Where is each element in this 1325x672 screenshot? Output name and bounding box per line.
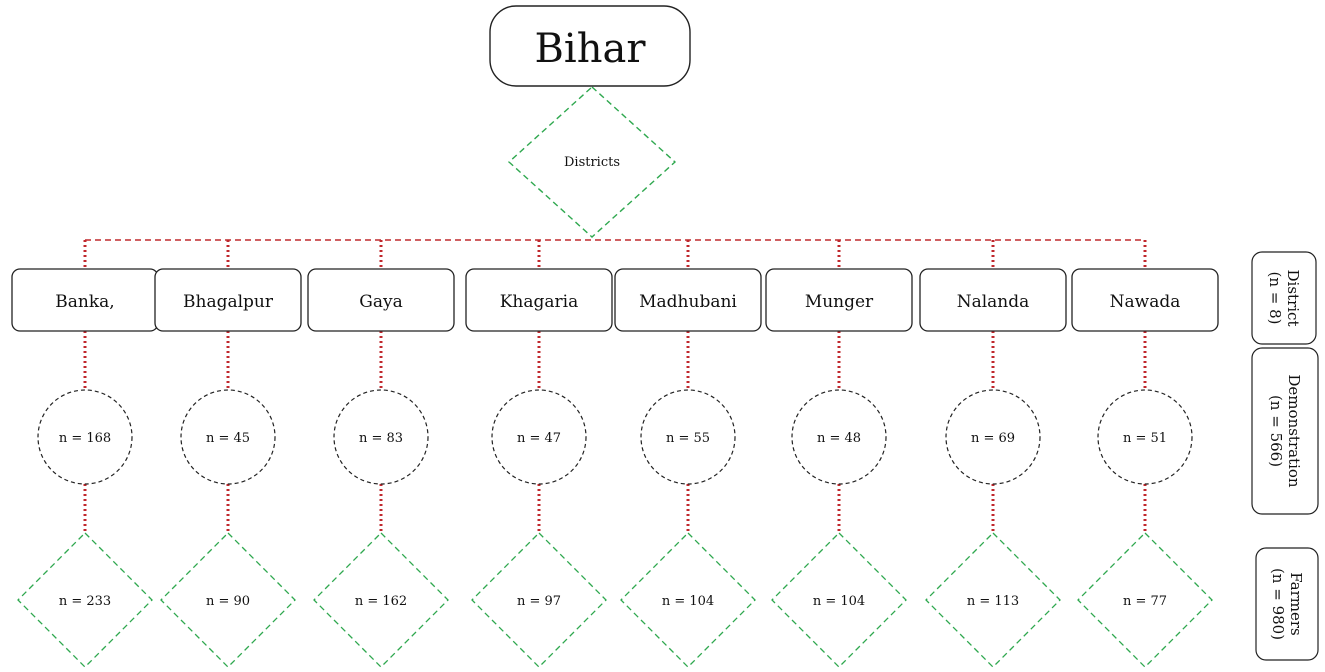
district-box	[614, 268, 762, 332]
district-box	[765, 268, 913, 332]
demonstration-circle	[491, 389, 587, 485]
district-column-madhubani: Madhubani n = 55 n = 104	[614, 268, 762, 668]
farmers-diamond	[17, 532, 153, 668]
farmers-count: n = 233	[59, 594, 111, 609]
demonstration-circle	[945, 389, 1041, 485]
connector-lines	[83, 239, 1147, 533]
side-label-farmers-title: Farmers	[1287, 572, 1305, 635]
demonstration-count: n = 48	[817, 431, 861, 446]
demonstration-count: n = 51	[1123, 431, 1167, 446]
side-label-district-title: District	[1284, 270, 1302, 327]
demonstration-circle	[640, 389, 736, 485]
demonstration-circle	[333, 389, 429, 485]
district-name: Khagaria	[500, 292, 579, 312]
farmers-diamond	[471, 532, 607, 668]
demonstration-count: n = 83	[359, 431, 403, 446]
district-box	[465, 268, 613, 332]
district-name: Bhagalpur	[183, 292, 274, 312]
demonstration-count: n = 69	[971, 431, 1015, 446]
district-columns: Banka, n = 168 n = 233 Bhagalpur n = 45 n = 9…	[11, 268, 1219, 668]
demonstration-count: n = 47	[517, 431, 561, 446]
farmers-count: n = 113	[967, 594, 1019, 609]
district-name: Gaya	[359, 292, 402, 312]
farmers-count: n = 104	[662, 594, 714, 609]
farmers-count: n = 104	[813, 594, 865, 609]
root-node-label: Bihar	[535, 26, 647, 72]
district-column-banka: Banka, n = 168 n = 233	[11, 268, 159, 668]
category-label: Districts	[564, 155, 620, 170]
root-node: Bihar	[489, 5, 691, 87]
side-label-farmers-count: (n = 980)	[1269, 568, 1287, 640]
category-node: Districts	[507, 86, 677, 238]
side-label-district: District (n = 8)	[1251, 251, 1317, 345]
demonstration-count: n = 168	[59, 431, 111, 446]
demonstration-count: n = 45	[206, 431, 250, 446]
farmers-count: n = 97	[517, 594, 561, 609]
side-label-district-box	[1251, 251, 1317, 345]
farmers-diamond	[313, 532, 449, 668]
side-label-demonstration-title: Demonstration	[1285, 374, 1303, 488]
farmers-count: n = 162	[355, 594, 407, 609]
farmers-diamond	[620, 532, 756, 668]
category-diamond	[507, 86, 677, 238]
demonstration-circle	[180, 389, 276, 485]
farmers-diamond	[160, 532, 296, 668]
farmers-diamond	[1077, 532, 1213, 668]
district-box	[307, 268, 455, 332]
district-column-munger: Munger n = 48 n = 104	[765, 268, 913, 668]
side-label-demonstration-count: (n = 566)	[1267, 395, 1285, 467]
side-label-demonstration: Demonstration (n = 566)	[1251, 347, 1319, 515]
district-column-gaya: Gaya n = 83 n = 162	[307, 268, 455, 668]
farmers-diamond	[771, 532, 907, 668]
district-box	[154, 268, 302, 332]
district-name: Nalanda	[957, 292, 1030, 312]
district-name: Madhubani	[639, 292, 737, 312]
side-label-district-count: (n = 8)	[1266, 271, 1284, 324]
side-label-farmers-box	[1255, 547, 1319, 661]
district-column-khagaria: Khagaria n = 47 n = 97	[465, 268, 613, 668]
farmers-count: n = 77	[1123, 594, 1167, 609]
demonstration-circle	[1097, 389, 1193, 485]
demonstration-circle	[37, 389, 133, 485]
side-label-demonstration-box	[1251, 347, 1319, 515]
district-box	[1071, 268, 1219, 332]
district-name: Munger	[805, 292, 874, 312]
district-column-nalanda: Nalanda n = 69 n = 113	[919, 268, 1067, 668]
side-label-farmers: Farmers (n = 980)	[1255, 547, 1319, 661]
district-box	[919, 268, 1067, 332]
district-name: Nawada	[1110, 292, 1181, 312]
district-column-bhagalpur: Bhagalpur n = 45 n = 90	[154, 268, 302, 668]
demonstration-count: n = 55	[666, 431, 710, 446]
root-node-box	[489, 5, 691, 87]
district-column-nawada: Nawada n = 51 n = 77	[1071, 268, 1219, 668]
district-name: Banka,	[55, 292, 114, 312]
farmers-diamond	[925, 532, 1061, 668]
demonstration-circle	[791, 389, 887, 485]
farmers-count: n = 90	[206, 594, 250, 609]
